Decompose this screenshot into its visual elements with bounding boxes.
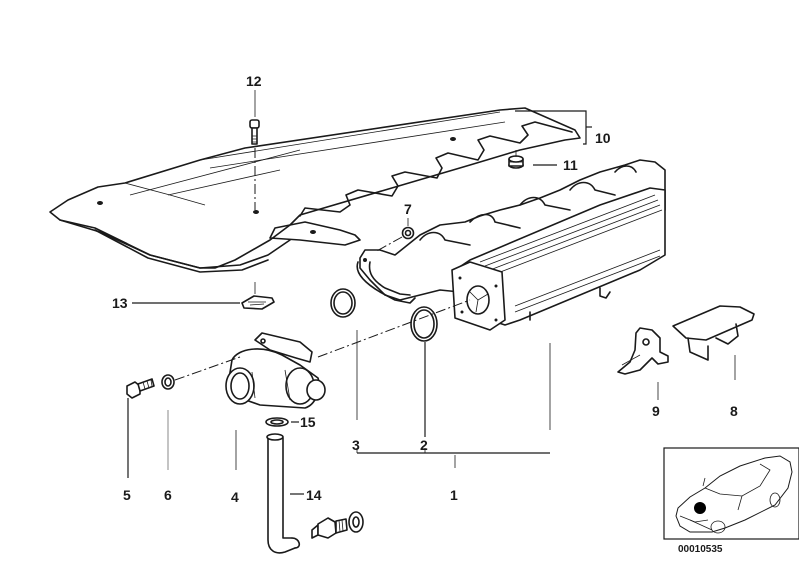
label-8[interactable]: 8 [730,403,738,419]
washer-6[interactable] [161,374,175,390]
label-10[interactable]: 10 [595,130,611,146]
label-11[interactable]: 11 [563,157,578,173]
bolt-5[interactable] [126,378,155,399]
clip-13[interactable] [241,295,275,310]
car-outline-icon [675,455,793,534]
label-15[interactable]: 15 [300,414,316,430]
engine-location-marker [694,502,706,514]
throttle-housing[interactable] [225,332,326,409]
label-2[interactable]: 2 [420,437,428,453]
intake-manifold[interactable] [356,159,666,331]
o-ring-2[interactable] [410,306,438,342]
label-7[interactable]: 7 [404,201,412,217]
screw-12[interactable] [249,119,260,145]
drawing-number: 00010535 [678,544,723,555]
label-4[interactable]: 4 [231,489,239,505]
o-ring-3[interactable] [330,288,356,318]
label-1[interactable]: 1 [450,487,458,503]
label-5[interactable]: 5 [123,487,131,503]
fitting[interactable] [311,511,364,539]
label-13[interactable]: 13 [112,295,128,311]
part-labels: 12 10 11 7 13 15 3 2 9 8 1 5 6 4 14 [112,73,738,505]
bracket-9[interactable] [617,327,669,375]
label-3[interactable]: 3 [352,437,360,453]
clamp-15[interactable] [265,417,289,427]
vehicle-locator: 00010535 [663,447,799,555]
nut-7[interactable] [401,226,415,240]
label-6[interactable]: 6 [164,487,172,503]
leader-lines [127,90,736,495]
grommet-11[interactable] [508,155,524,169]
label-12[interactable]: 12 [246,73,262,89]
label-9[interactable]: 9 [652,403,660,419]
cap-8[interactable] [672,305,755,361]
manifold-cover[interactable] [49,107,581,273]
hose-14[interactable] [266,433,301,554]
label-14[interactable]: 14 [306,487,322,503]
